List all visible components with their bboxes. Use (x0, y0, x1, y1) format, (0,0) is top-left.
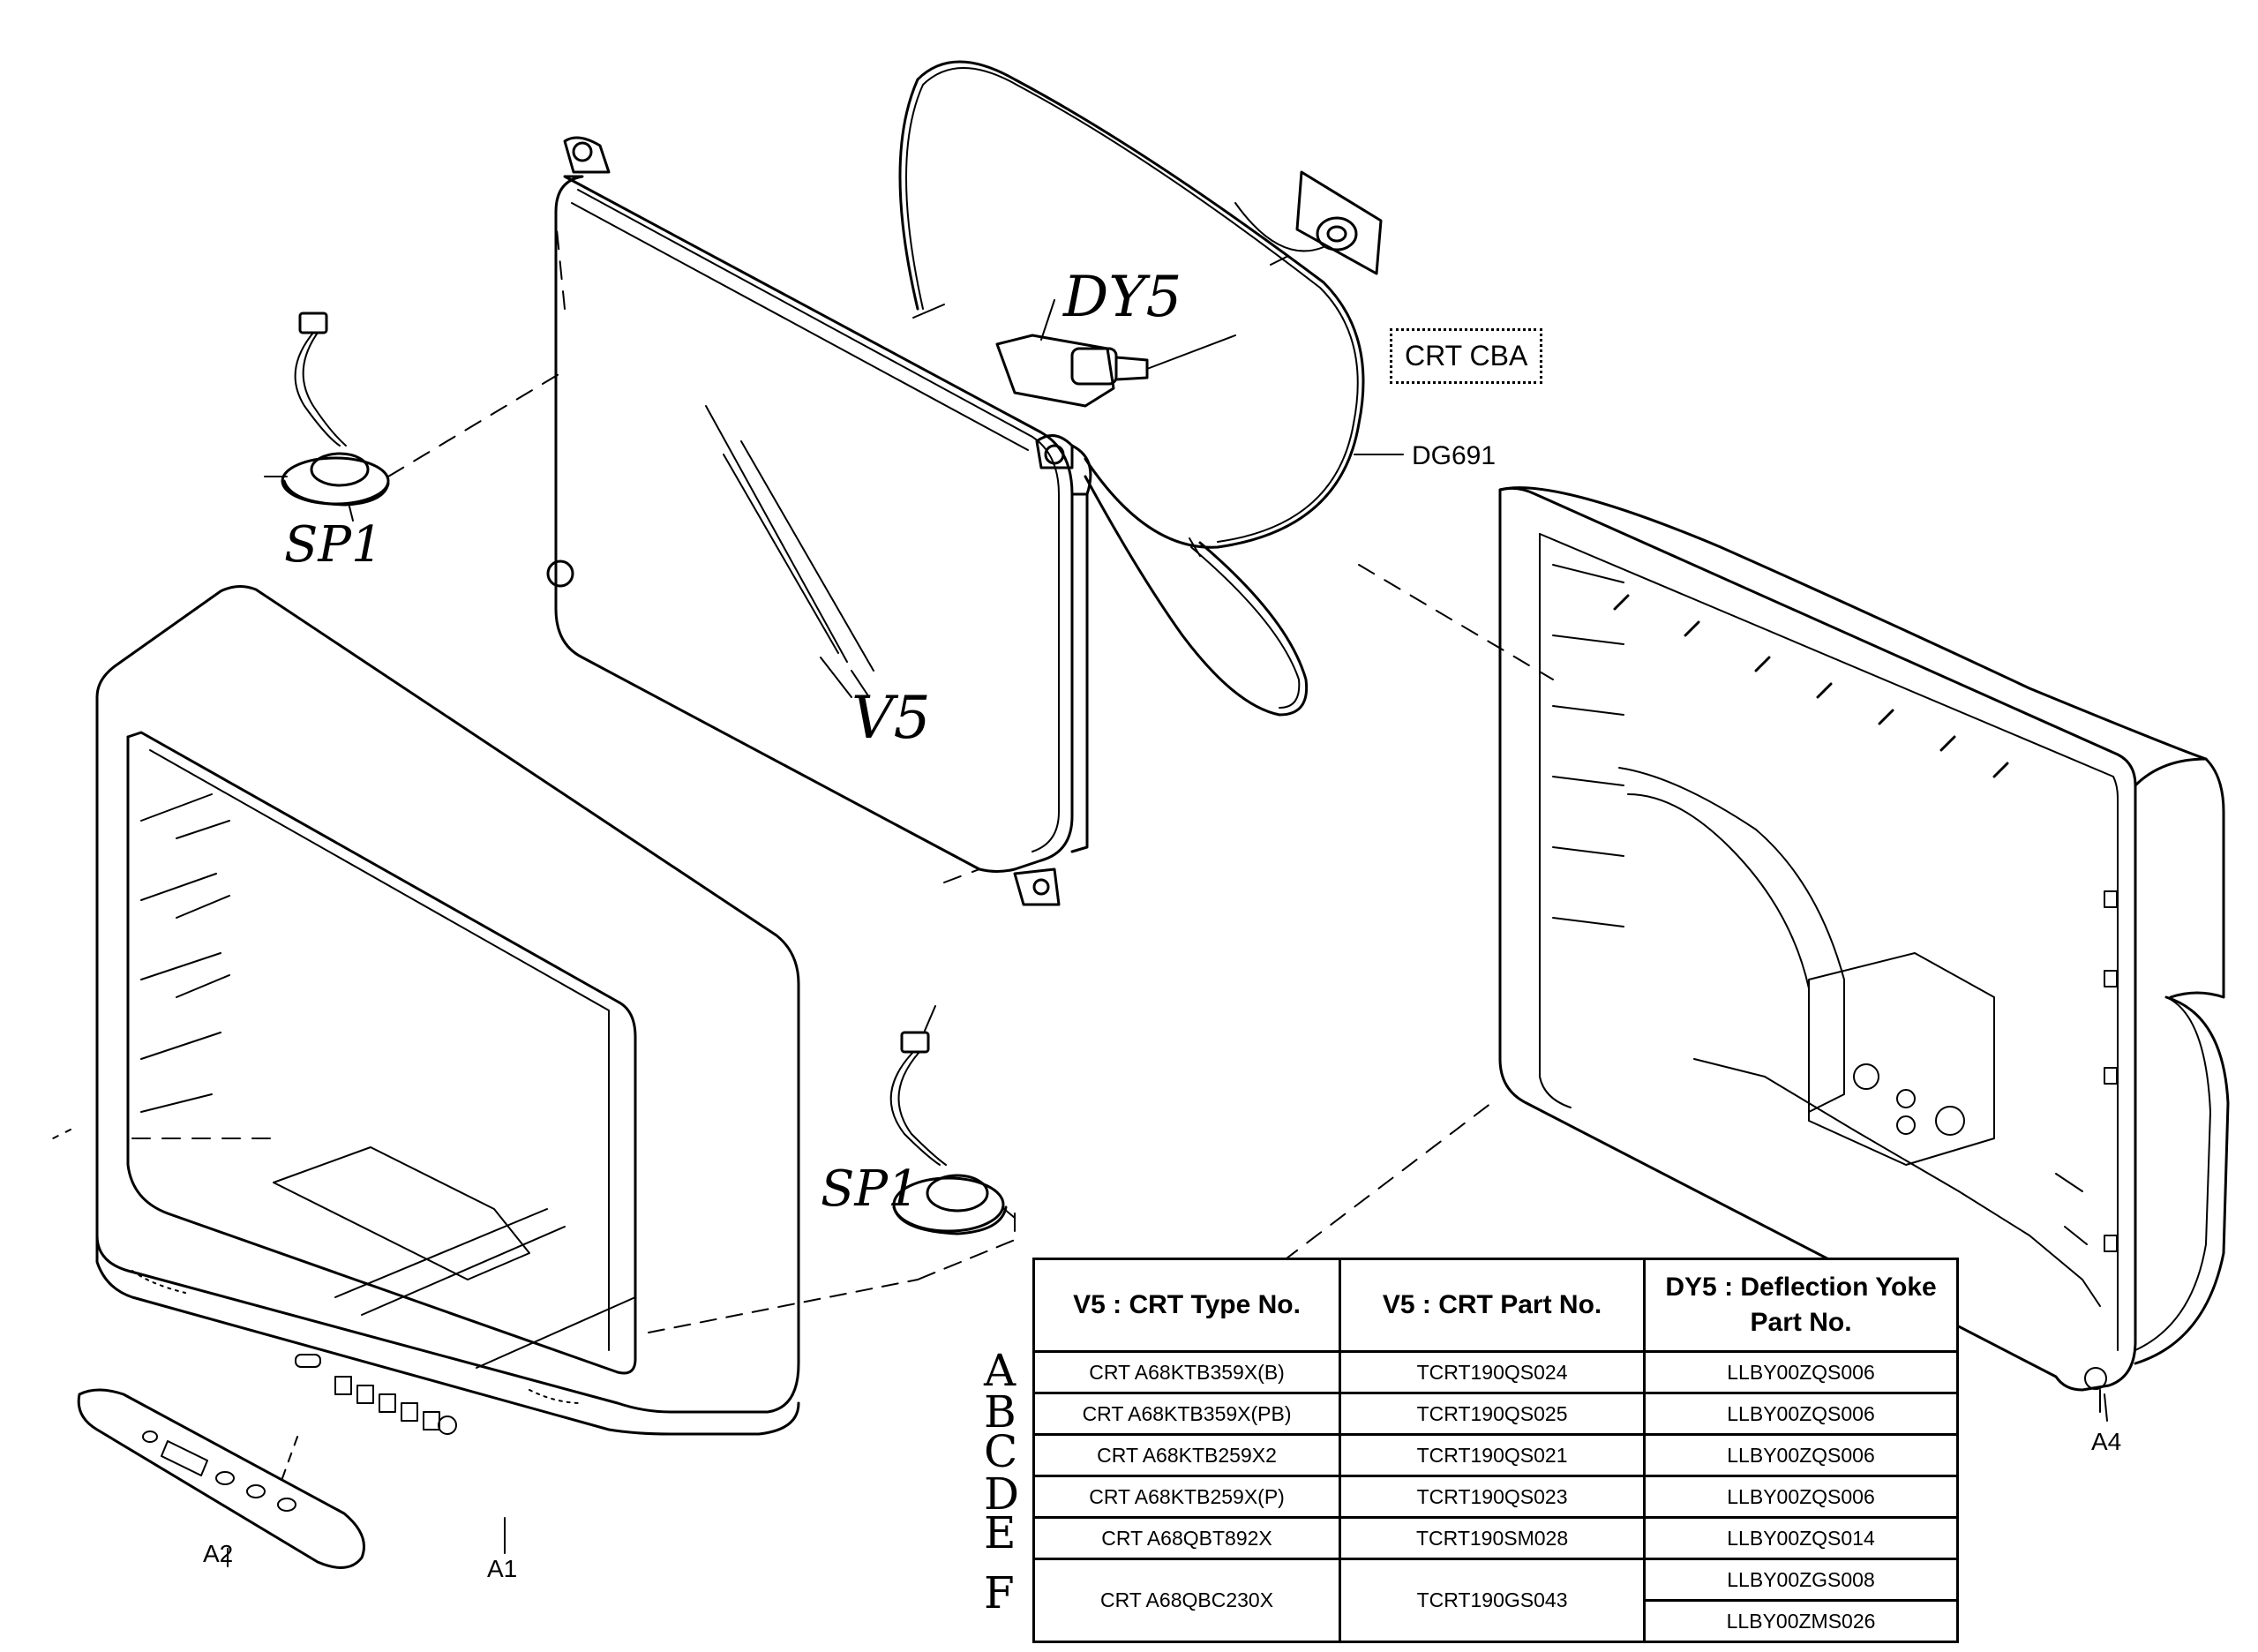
table-row: CRT A68KTB359X(B) TCRT190QS024 LLBY00ZQS… (1031, 1350, 1959, 1394)
sp1-bottom-label: SP1 (821, 1160, 919, 1218)
table-row: CRT A68KTB359X(PB) TCRT190QS025 LLBY00ZQ… (1031, 1392, 1959, 1436)
row-letter-a: A (984, 1345, 1016, 1396)
crt-tube (546, 136, 1236, 906)
a4-label: A4 (2091, 1428, 2122, 1455)
yoke-part-cell: LLBY00ZQS014 (1643, 1516, 1959, 1560)
header-crt-type: V5 : CRT Type No. (1031, 1258, 1342, 1353)
table-row: CRT A68KTB259X2 TCRT190QS021 LLBY00ZQS00… (1031, 1433, 1959, 1477)
row-letter-e: E (984, 1507, 1016, 1558)
row-letter-c: C (984, 1426, 1018, 1477)
control-panel-door (77, 1388, 365, 1569)
header-yoke-part: DY5 : Deflection Yoke Part No. (1643, 1258, 1959, 1353)
table-row: CRT A68QBT892X TCRT190SM028 LLBY00ZQS014 (1031, 1516, 1959, 1560)
row-letter-b: B (984, 1386, 1016, 1438)
row-letter-d: D (984, 1468, 1020, 1520)
a1-label: A1 (487, 1555, 518, 1582)
crt-part-cell: TCRT190QS021 (1339, 1433, 1647, 1477)
yoke-part-cell: LLBY00ZQS006 (1643, 1475, 1959, 1519)
crt-type-cell: CRT A68KTB359X(B) (1031, 1350, 1342, 1394)
yoke-part-cell: LLBY00ZGS008 (1643, 1558, 1959, 1602)
speaker-bottom (889, 1005, 1016, 1280)
dy5-label: DY5 (1063, 265, 1182, 330)
degaussing-coil (898, 60, 1404, 717)
yoke-part-cell: LLBY00ZQS006 (1643, 1350, 1959, 1394)
crt-part-cell: TCRT190QS024 (1339, 1350, 1647, 1394)
crt-type-cell: CRT A68QBC230X (1031, 1558, 1342, 1643)
dg691-label: DG691 (1412, 441, 1497, 470)
crt-type-cell: CRT A68KTB259X(P) (1031, 1475, 1342, 1519)
crt-part-cell: TCRT190SM028 (1339, 1516, 1647, 1560)
crt-type-cell: CRT A68KTB259X2 (1031, 1433, 1342, 1477)
crt-part-cell: TCRT190GS043 (1339, 1558, 1647, 1643)
table-header-row: V5 : CRT Type No. V5 : CRT Part No. DY5 … (1031, 1258, 1959, 1353)
crt-type-cell: CRT A68KTB359X(PB) (1031, 1392, 1342, 1436)
crt-cba-board (1234, 170, 1383, 275)
back-cabinet (1498, 486, 2230, 1422)
speaker-top (264, 312, 390, 522)
yoke-part-cell: LLBY00ZQS006 (1643, 1433, 1959, 1477)
crt-part-cell: TCRT190QS023 (1339, 1475, 1647, 1519)
table-row: CRT A68QBC230X TCRT190GS043 LLBY00ZGS008 (1031, 1558, 1959, 1643)
yoke-part-cell: LLBY00ZMS026 (1643, 1599, 1959, 1643)
a2-label: A2 (203, 1540, 234, 1567)
header-crt-part: V5 : CRT Part No. (1339, 1258, 1647, 1353)
row-letter-f: F (984, 1567, 1015, 1618)
front-cabinet (52, 585, 919, 1554)
parts-table: V5 : CRT Type No. V5 : CRT Part No. DY5 … (1031, 1258, 1959, 1643)
table-row: CRT A68KTB259X(P) TCRT190QS023 LLBY00ZQS… (1031, 1475, 1959, 1519)
crt-type-cell: CRT A68QBT892X (1031, 1516, 1342, 1560)
yoke-part-cell: LLBY00ZQS006 (1643, 1392, 1959, 1436)
reference-lines (131, 220, 1554, 1298)
sp1-top-label: SP1 (284, 516, 383, 574)
crt-part-cell: TCRT190QS025 (1339, 1392, 1647, 1436)
v5-label: V5 (851, 684, 931, 752)
crt-cba-label: CRT CBA (1390, 328, 1543, 384)
table-row: LLBY00ZMS026 (1034, 1599, 1959, 1643)
